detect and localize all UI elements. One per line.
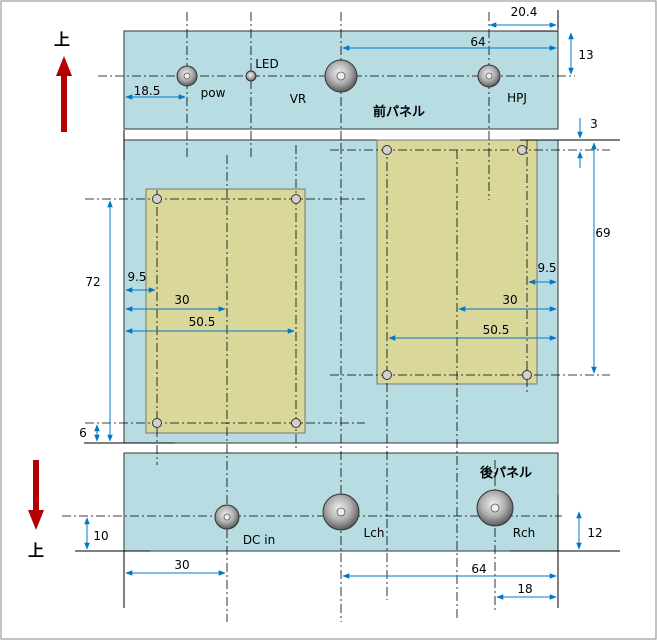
dcin-label: DC in: [243, 533, 275, 547]
dim-18-text: 18: [517, 582, 532, 596]
extension-lines: [75, 10, 620, 608]
dim-l50-5-text: 50.5: [189, 315, 216, 329]
front-panel-title: 前パネル: [373, 104, 425, 120]
hpj-jack-center: [485, 72, 493, 80]
dim-72-text: 72: [85, 275, 100, 289]
dim-13-text: 13: [578, 48, 593, 62]
left-board: [145, 188, 306, 434]
hole-lb-bl: [152, 418, 162, 428]
dimension-lines: [84, 22, 597, 600]
dim-r30-text: 30: [502, 293, 517, 307]
dim-18-5-text: 18.5: [134, 84, 161, 98]
led-hole: [245, 70, 257, 82]
vr-jack-center: [336, 71, 346, 81]
dim-6-text: 6: [79, 426, 87, 440]
up-arrow-icon: [56, 56, 72, 132]
dim-3-text: 3: [590, 117, 598, 131]
lch-label: Lch: [364, 526, 385, 540]
rear-components: [214, 489, 514, 531]
rch-label: Rch: [513, 526, 536, 540]
front-components: [176, 59, 501, 93]
hole-rb-br: [522, 370, 532, 380]
text-labels: 上 上 前パネル pow LED VR HPJ 20.4 64 13 18.5 …: [28, 5, 611, 596]
hole-lb-br: [291, 418, 301, 428]
dim-20-4-text: 20.4: [511, 5, 538, 19]
hpj-label: HPJ: [507, 91, 527, 105]
up-label-top: 上: [54, 30, 70, 49]
hole-rb-tl: [382, 145, 392, 155]
vr-label: VR: [290, 92, 307, 106]
rear-panel-title: 後パネル: [480, 465, 532, 481]
chassis-plate: [123, 139, 559, 444]
right-board: [376, 139, 538, 385]
dim-12-text: 12: [587, 526, 602, 540]
dim-r50-5-text: 50.5: [483, 323, 510, 337]
mounting-holes: [152, 145, 532, 428]
pow-label: pow: [201, 86, 226, 100]
dim-64-rear-text: 64: [471, 562, 486, 576]
dim-l30-text: 30: [174, 293, 189, 307]
down-arrow-icon: [28, 460, 44, 530]
up-label-bottom: 上: [28, 541, 44, 560]
hole-rb-bl: [382, 370, 392, 380]
dim-69-text: 69: [595, 226, 610, 240]
dim-30-rear-text: 30: [174, 558, 189, 572]
led-label: LED: [255, 57, 279, 71]
dim-64-front-text: 64: [470, 35, 485, 49]
hole-lb-tl: [152, 194, 162, 204]
pow-jack-center: [183, 72, 191, 80]
hole-lb-tr: [291, 194, 301, 204]
dcin-jack-center: [223, 513, 231, 521]
direction-arrows: [28, 56, 72, 530]
hole-rb-tr: [517, 145, 527, 155]
dim-l9-5-text: 9.5: [127, 270, 146, 284]
lch-jack-center: [336, 507, 346, 517]
rch-jack-center: [490, 503, 500, 513]
dim-r9-5-text: 9.5: [537, 261, 556, 275]
dim-10-text: 10: [93, 529, 108, 543]
